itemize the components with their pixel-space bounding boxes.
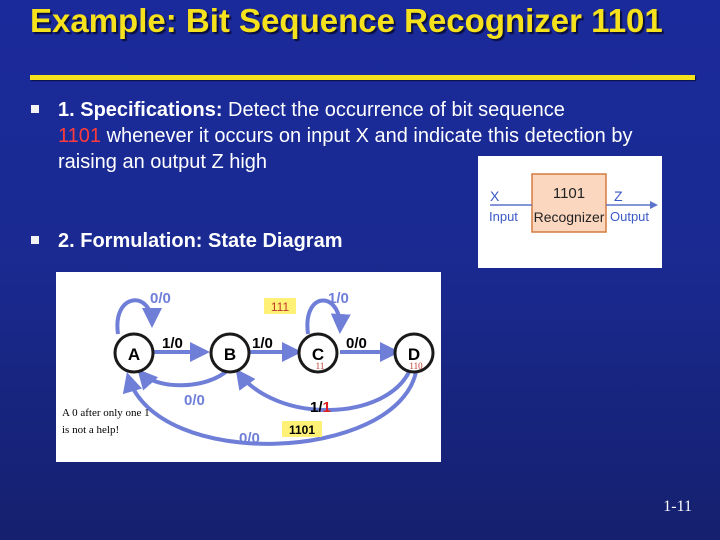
output-name: Z (614, 188, 623, 204)
bullet-marker (31, 236, 39, 244)
title-underline (30, 75, 695, 80)
output-label: Output (610, 209, 649, 224)
bullet-specifications: 1. Specifications: Detect the occurrence… (58, 97, 678, 175)
state-d-circle (393, 332, 435, 374)
tag-c-self-box (264, 298, 296, 314)
state-d-label: D (408, 345, 420, 364)
bullet-formulation: 2. Formulation: State Diagram (58, 228, 343, 254)
page-number: 1-11 (663, 498, 692, 515)
tag-c-self: 111 (271, 300, 290, 314)
formulation-label: 2. Formulation: State Diagram (58, 230, 343, 252)
recognizer-svg: X Input 1101 Recognizer Z Output (489, 173, 658, 233)
note-line-2: is not a help! (62, 424, 119, 436)
label-d-to-b: 1/1 (310, 399, 331, 416)
edge-b-to-a (137, 368, 230, 391)
recognizer-figure: X Input 1101 Recognizer Z Output (478, 156, 662, 268)
state-c-label: C (312, 345, 324, 364)
output-arrowhead (650, 201, 658, 209)
tag-d-to-b-box (282, 421, 322, 437)
specifications-text-b: whenever it occurs on input X and indica… (58, 125, 633, 173)
input-name: X (490, 188, 500, 204)
state-d-history: 110 (409, 361, 423, 371)
label-a-to-b: 1/0 (162, 335, 183, 352)
specifications-text-a: Detect the occurrence of bit sequence (222, 99, 565, 121)
recognizer-box-line1: 1101 (553, 185, 585, 202)
note-line-1: A 0 after only one 1 (62, 407, 150, 419)
state-a-circle (113, 332, 155, 374)
state-a-label: A (128, 345, 140, 364)
label-b-to-c: 1/0 (252, 335, 273, 352)
input-label: Input (489, 209, 518, 224)
bullet-marker (31, 105, 39, 113)
label-c-self: 1/0 (328, 290, 349, 307)
label-b-to-a: 0/0 (184, 392, 205, 409)
sequence-highlight: 1101 (58, 125, 102, 147)
label-a-self: 0/0 (150, 290, 171, 307)
edge-c-self (305, 298, 351, 335)
label-d-to-a: 0/0 (239, 430, 260, 447)
state-c-history: 11 (316, 361, 325, 371)
state-c-circle (297, 332, 339, 374)
tag-d-to-b: 1101 (289, 423, 315, 437)
edge-d-to-b (235, 368, 412, 412)
label-c-to-d: 0/0 (346, 335, 367, 352)
state-diagram-svg: A B C D 11 110 0/0 1/0 0/0 0/0 1/0 1/0 0… (62, 290, 435, 447)
state-b-circle (209, 332, 251, 374)
edge-a-self (115, 298, 162, 335)
state-diagram: A B C D 11 110 0/0 1/0 0/0 0/0 1/0 1/0 0… (56, 272, 441, 462)
recognizer-box (531, 173, 607, 233)
edge-d-to-a (122, 371, 418, 446)
recognizer-box-line2: Recognizer (534, 209, 605, 225)
state-b-label: B (224, 345, 236, 364)
slide-title: Example: Bit Sequence Recognizer 1101 (30, 2, 663, 39)
specifications-label: 1. Specifications: (58, 99, 223, 121)
